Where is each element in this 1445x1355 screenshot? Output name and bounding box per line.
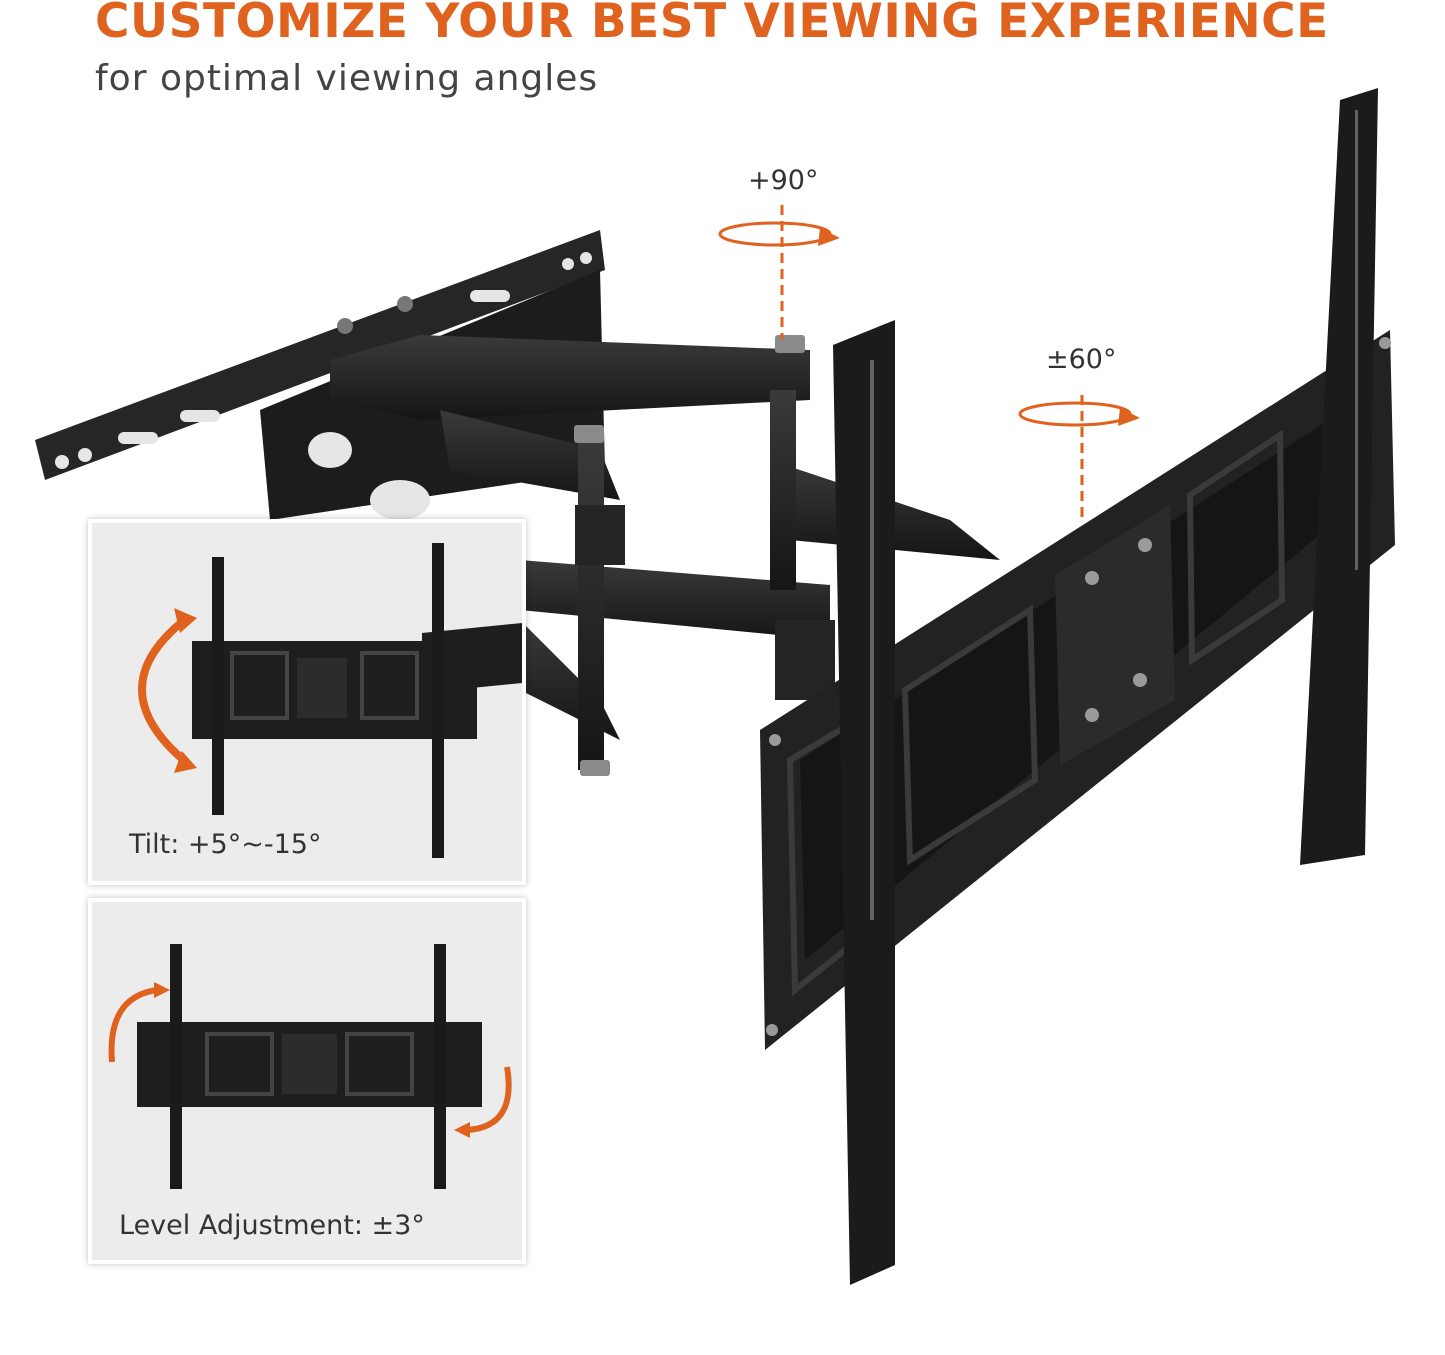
articulating-arms (330, 335, 1000, 770)
swivel-arm-rotation-arrow (718, 205, 840, 340)
tv-bracket (760, 88, 1395, 1285)
swivel-head-rotation-arrow (1018, 395, 1140, 520)
tilt-caption: Tilt: +5°~-15° (129, 829, 322, 860)
swivel-arm-angle-label: +90° (748, 165, 819, 196)
tilt-mount-illustration (138, 543, 522, 858)
level-mount-illustration (108, 944, 512, 1189)
page-subtitle: for optimal viewing angles (95, 58, 599, 99)
swivel-head-angle-label: ±60° (1046, 344, 1117, 375)
page-title: CUSTOMIZE YOUR BEST VIEWING EXPERIENCE (95, 0, 1329, 49)
tilt-inset-panel: Tilt: +5°~-15° (88, 519, 526, 885)
level-inset-panel: Level Adjustment: ±3° (88, 898, 526, 1264)
level-caption: Level Adjustment: ±3° (119, 1210, 425, 1241)
